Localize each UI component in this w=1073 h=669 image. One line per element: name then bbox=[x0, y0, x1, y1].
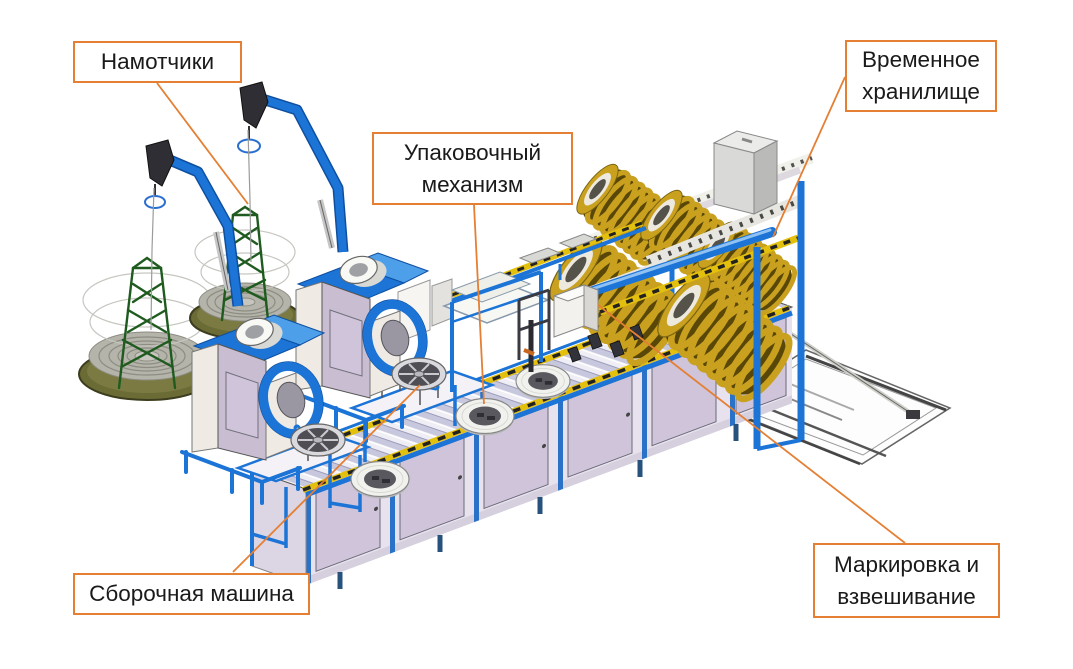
hanging-wire bbox=[150, 187, 155, 331]
gripper-head-icon bbox=[145, 139, 175, 187]
winder-arm-right bbox=[237, 81, 349, 263]
callout-temporary-storage: Временное хранилище bbox=[845, 40, 997, 112]
wrapping-robot bbox=[517, 288, 551, 360]
marking-station bbox=[552, 284, 644, 363]
hanging-wire bbox=[247, 129, 252, 263]
packaging-gantry bbox=[441, 270, 551, 392]
turntable-ring bbox=[290, 423, 346, 457]
product-coil-ring bbox=[350, 460, 410, 500]
leader-packaging bbox=[473, 204, 485, 405]
winder-tower-left bbox=[117, 256, 177, 390]
winder-arm-left bbox=[144, 139, 244, 331]
callout-winders: Намотчики bbox=[73, 41, 242, 83]
callout-marking-weighing-label: Маркировка и взвешивание bbox=[833, 551, 980, 609]
conveyor-legs bbox=[337, 424, 739, 589]
gripper-head-icon bbox=[239, 81, 269, 129]
callout-winders-label: Намотчики bbox=[100, 49, 215, 75]
leader-temporary-storage bbox=[772, 76, 846, 238]
electrical-box bbox=[712, 130, 779, 215]
leader-winders bbox=[156, 82, 249, 205]
callout-packaging: Упаковочный механизм bbox=[372, 132, 573, 205]
clamp-units bbox=[567, 324, 644, 363]
winder-basket-left bbox=[78, 256, 216, 401]
winder-basket-right bbox=[189, 205, 301, 340]
leader-lines bbox=[156, 76, 906, 573]
product-coil-ring bbox=[455, 397, 515, 437]
wire-loops bbox=[194, 229, 296, 292]
callout-assembly-machine: Сборочная машина bbox=[73, 573, 310, 615]
callout-packaging-label: Упаковочный механизм bbox=[403, 139, 542, 197]
leader-marking-weighing bbox=[597, 304, 906, 544]
product-coil-ring bbox=[515, 364, 571, 400]
callout-temporary-storage-label: Временное хранилище bbox=[862, 47, 980, 104]
leader-assembly-machine bbox=[232, 384, 421, 573]
callout-marking-weighing: Маркировка и взвешивание bbox=[813, 543, 1000, 618]
callout-assembly-machine-label: Сборочная машина bbox=[89, 581, 294, 607]
